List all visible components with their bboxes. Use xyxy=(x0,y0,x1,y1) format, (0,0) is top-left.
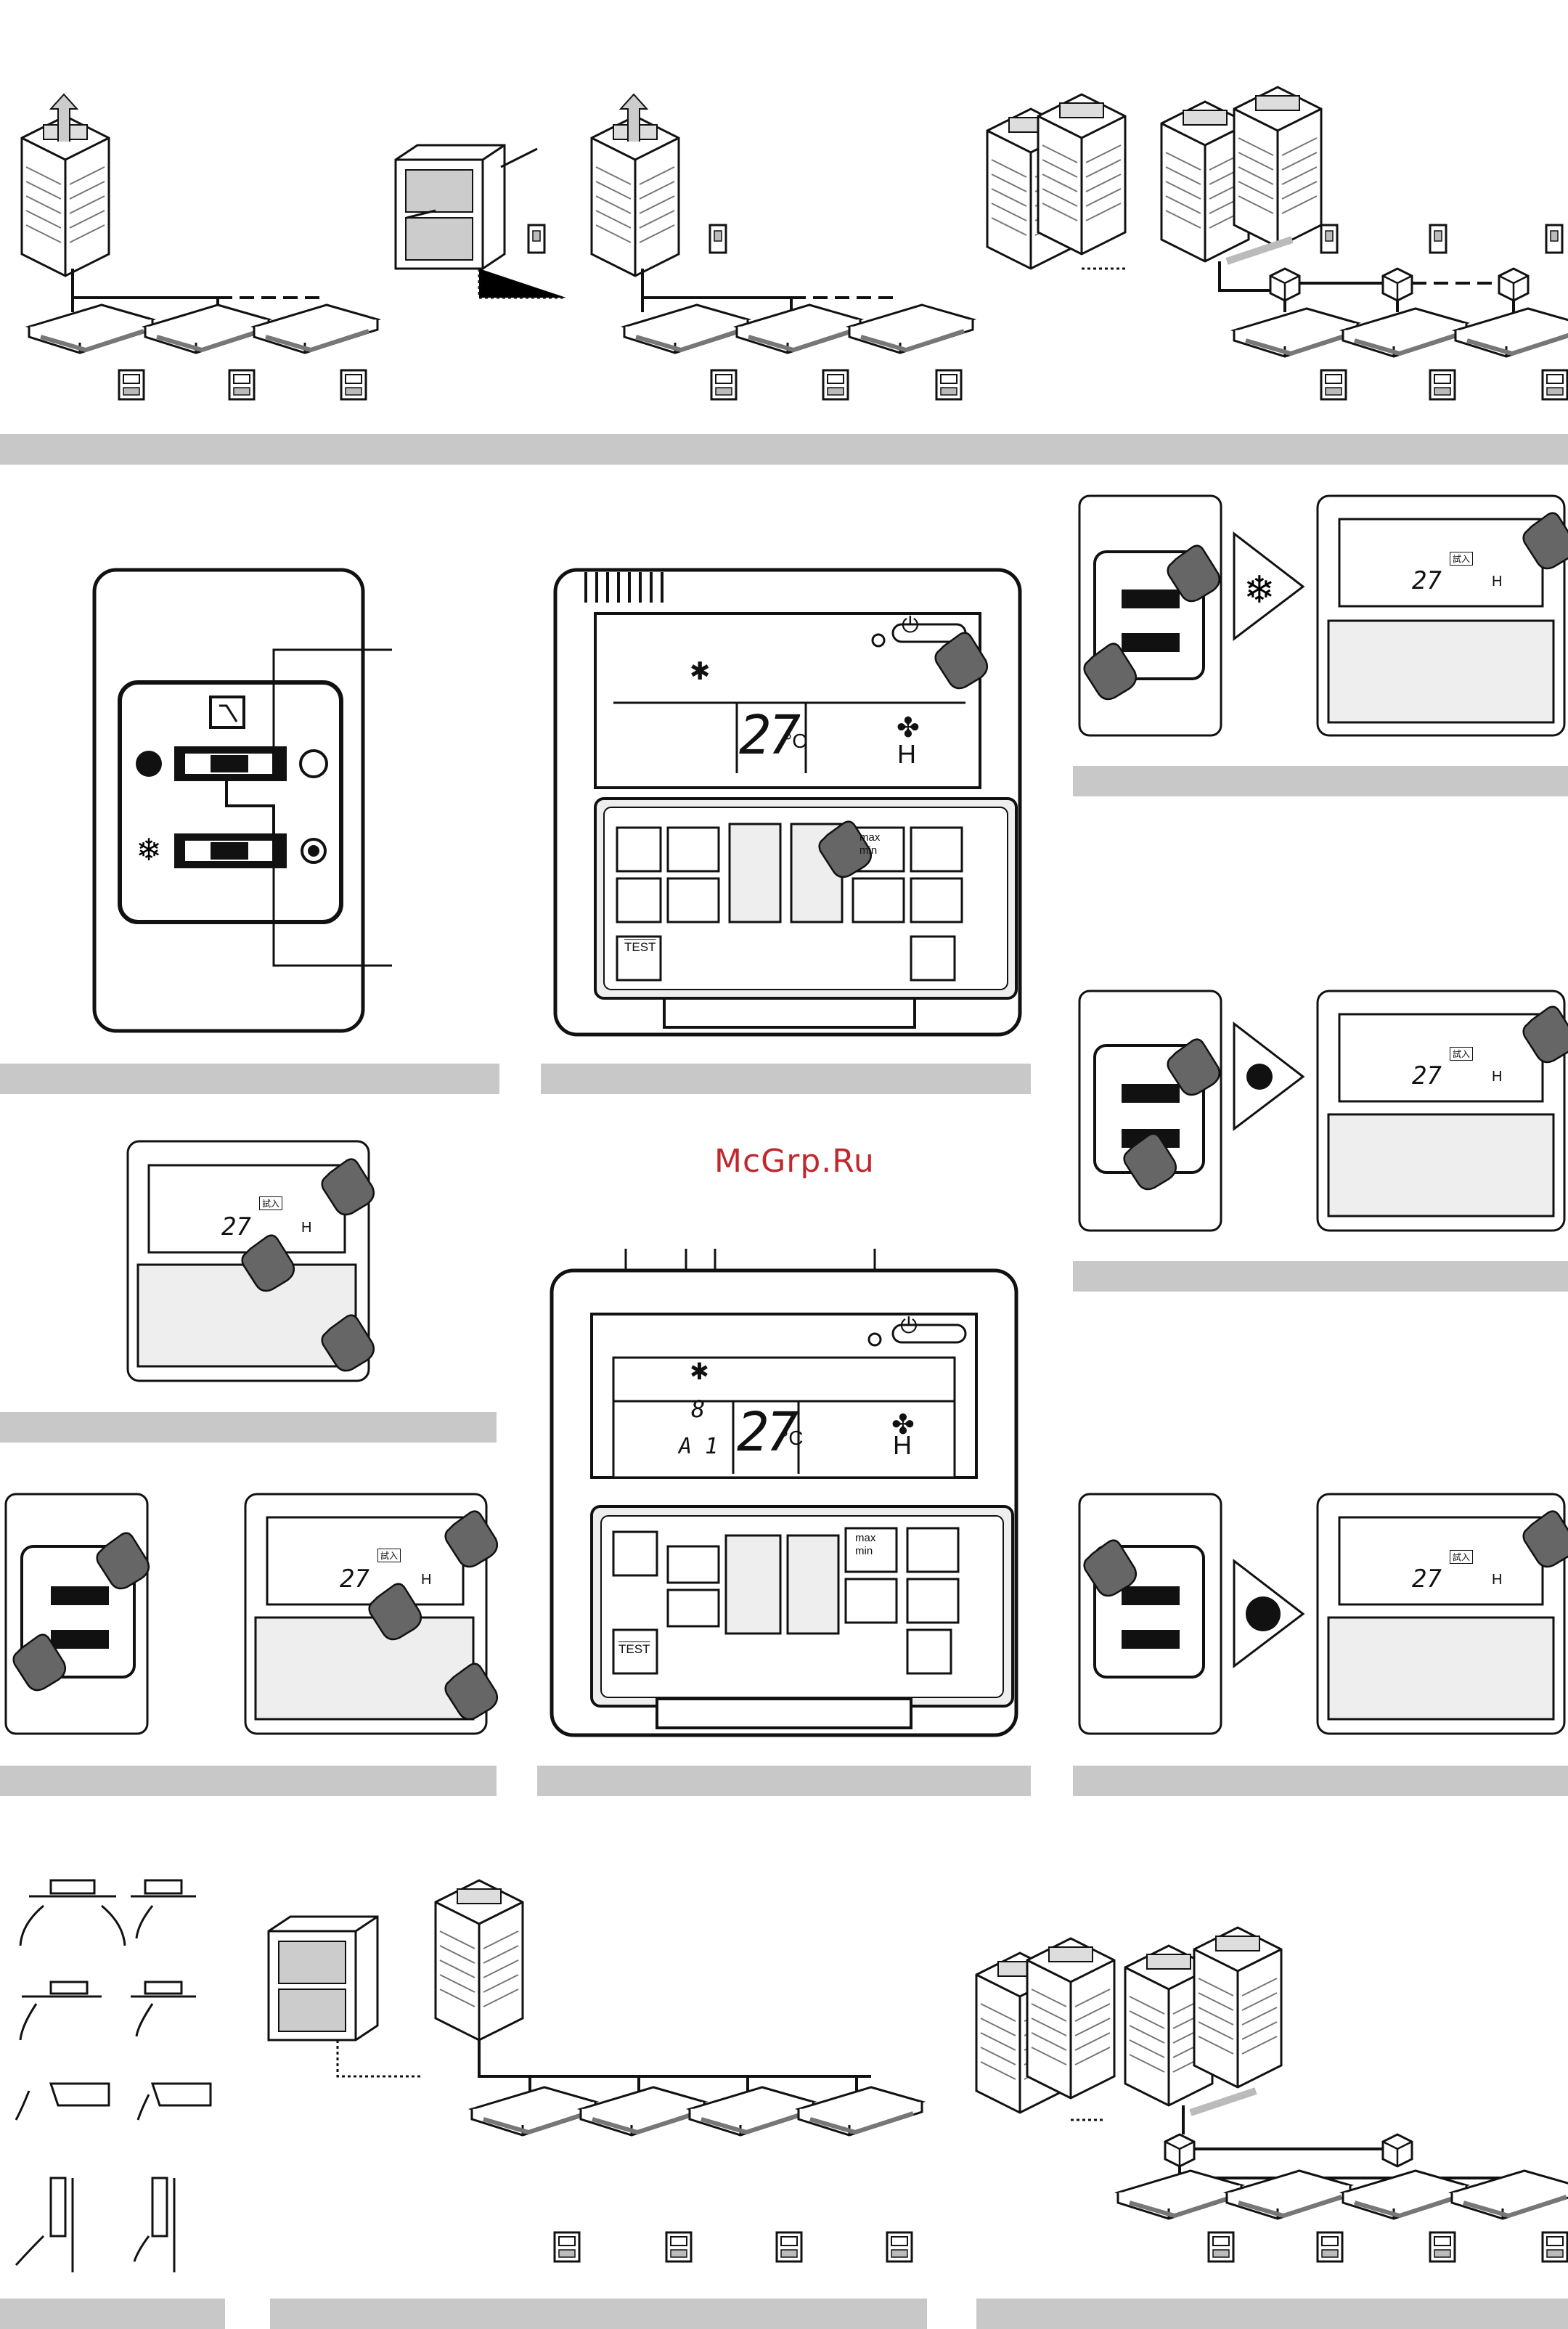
power-icon[interactable]: ⏻ xyxy=(902,613,919,638)
section-bar-switch-remote xyxy=(0,1766,497,1796)
system-diagram-bottom-1 xyxy=(269,1917,421,2076)
small-lcd-badge-3: 試入 xyxy=(1450,552,1473,566)
min-label: min xyxy=(859,844,877,857)
mode-switch-card-row2-left xyxy=(6,1494,149,1734)
mode-switch-panel-large: ❄ xyxy=(94,570,392,1031)
cool-mode-indicator-icon: ✱ xyxy=(690,657,711,686)
small-lcd-fan-level-1: H xyxy=(301,1220,311,1236)
section-bar-switch xyxy=(0,1064,499,1094)
small-lcd-fan-level-3: H xyxy=(1492,574,1502,590)
system-diagram-2 xyxy=(396,145,566,298)
lcd-temp-unit-2: °C xyxy=(780,1427,803,1450)
max-label: max xyxy=(859,831,880,844)
max-label-2: max xyxy=(855,1532,875,1544)
cool-mode-indicator-icon-2: ✱ xyxy=(690,1358,709,1385)
section-bar-system-single xyxy=(270,2299,927,2329)
system-diagram-3 xyxy=(592,94,973,399)
lcd-fan-level-2: H xyxy=(893,1430,912,1461)
lcd-address-a: 8 xyxy=(691,1395,705,1423)
section-bar-system-multi xyxy=(976,2299,1568,2329)
lcd-temp-unit: °C xyxy=(784,730,807,753)
svg-text:❄: ❄ xyxy=(136,832,161,868)
small-remote-card-row2-right xyxy=(245,1494,497,1734)
remote-controller-large-1 xyxy=(555,570,1020,1035)
small-lcd-temperature-2: 27 xyxy=(340,1565,369,1594)
small-lcd-badge-2: 試入 xyxy=(377,1549,401,1562)
lcd-fan-level: H xyxy=(897,739,916,770)
section-bar-cool xyxy=(1073,766,1568,796)
small-lcd-badge-4: 試入 xyxy=(1450,1047,1473,1061)
small-lcd-fan-level-5: H xyxy=(1492,1572,1502,1588)
test-button[interactable]: TEST xyxy=(624,940,656,955)
system-diagram-4 xyxy=(987,94,1125,269)
power-icon-2[interactable]: ⏻ xyxy=(900,1314,918,1339)
section-bar-remote xyxy=(541,1064,1031,1094)
airflow-diagrams xyxy=(16,1880,211,2272)
section-bar-airflow xyxy=(0,2299,225,2329)
small-lcd-fan-level-4: H xyxy=(1492,1069,1502,1085)
min-label-2: min xyxy=(855,1545,873,1557)
lcd-address-b: A 1 xyxy=(679,1434,718,1459)
system-diagram-bottom-2 xyxy=(436,1880,922,2261)
small-lcd-fan-level-2: H xyxy=(421,1572,431,1588)
right-card-heat xyxy=(1079,991,1568,1231)
small-lcd-badge-5: 試入 xyxy=(1450,1550,1473,1564)
system-diagram-5 xyxy=(1161,87,1568,399)
test-button-2[interactable]: TEST xyxy=(618,1642,650,1657)
right-card-cool: ❄ xyxy=(1079,496,1568,735)
section-bar-heat xyxy=(1073,1261,1568,1292)
section-bar-top xyxy=(0,434,1568,465)
small-lcd-temperature-1: 27 xyxy=(221,1212,251,1241)
small-lcd-temperature-3: 27 xyxy=(1412,566,1442,595)
small-lcd-temperature-5: 27 xyxy=(1412,1565,1442,1594)
remote-controller-large-2 xyxy=(552,1249,1016,1735)
svg-text:❄: ❄ xyxy=(1244,568,1275,612)
section-bar-small-remote xyxy=(0,1412,497,1443)
system-diagram-bottom-3 xyxy=(976,1938,1114,2120)
section-bar-address xyxy=(537,1766,1031,1796)
system-diagram-1 xyxy=(22,94,377,399)
watermark: McGrp.Ru xyxy=(714,1143,875,1180)
small-remote-card-row1-left xyxy=(128,1141,374,1381)
system-diagram-bottom-4 xyxy=(1118,1928,1568,2261)
section-bar-fan xyxy=(1073,1766,1568,1796)
small-lcd-temperature-4: 27 xyxy=(1412,1061,1442,1090)
small-lcd-badge-1: 試入 xyxy=(259,1196,282,1210)
right-card-fan xyxy=(1079,1494,1568,1734)
